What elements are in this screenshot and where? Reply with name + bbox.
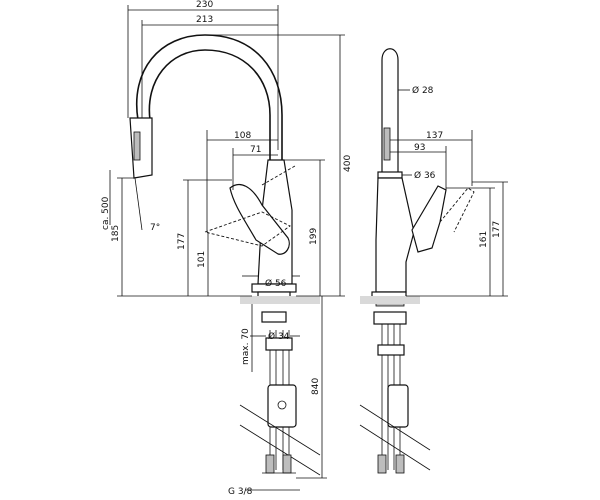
dim-g38: G 3/8: [228, 487, 253, 497]
side-handle: [411, 185, 447, 253]
dim-161: 161: [479, 231, 489, 248]
dim-d28: Ø 28: [412, 85, 434, 96]
front-spray-head: [129, 117, 153, 179]
side-view: Ø 28 137 93 Ø 36 161 177: [359, 48, 508, 474]
dim-840: 840: [311, 378, 321, 395]
dim-ca500: ca. 500: [101, 196, 111, 230]
dim-93: 93: [414, 143, 425, 153]
dim-101: 101: [197, 251, 207, 268]
side-body: [375, 177, 415, 293]
front-spout-arc: [135, 34, 283, 160]
dim-d56: Ø 56: [265, 278, 287, 289]
dim-177-front: 177: [177, 233, 187, 250]
dim-137: 137: [426, 131, 443, 141]
dim-d34: Ø 34: [268, 331, 290, 342]
dim-108: 108: [234, 131, 251, 141]
dim-max70: max. 70: [241, 328, 251, 365]
dim-230: 230: [196, 0, 213, 10]
front-view: 230 213 108 71 400 199 177 101 185: [101, 0, 353, 497]
dim-199: 199: [309, 228, 319, 245]
front-hose-weight: [267, 384, 297, 428]
side-hose-weight: [387, 384, 409, 428]
dim-d36: Ø 36: [414, 170, 436, 181]
dim-213: 213: [196, 15, 213, 25]
dim-177-side: 177: [492, 221, 502, 238]
dim-71: 71: [250, 145, 261, 155]
dim-7deg: 7°: [150, 223, 160, 233]
dim-400: 400: [343, 155, 353, 172]
dim-185: 185: [111, 225, 121, 242]
